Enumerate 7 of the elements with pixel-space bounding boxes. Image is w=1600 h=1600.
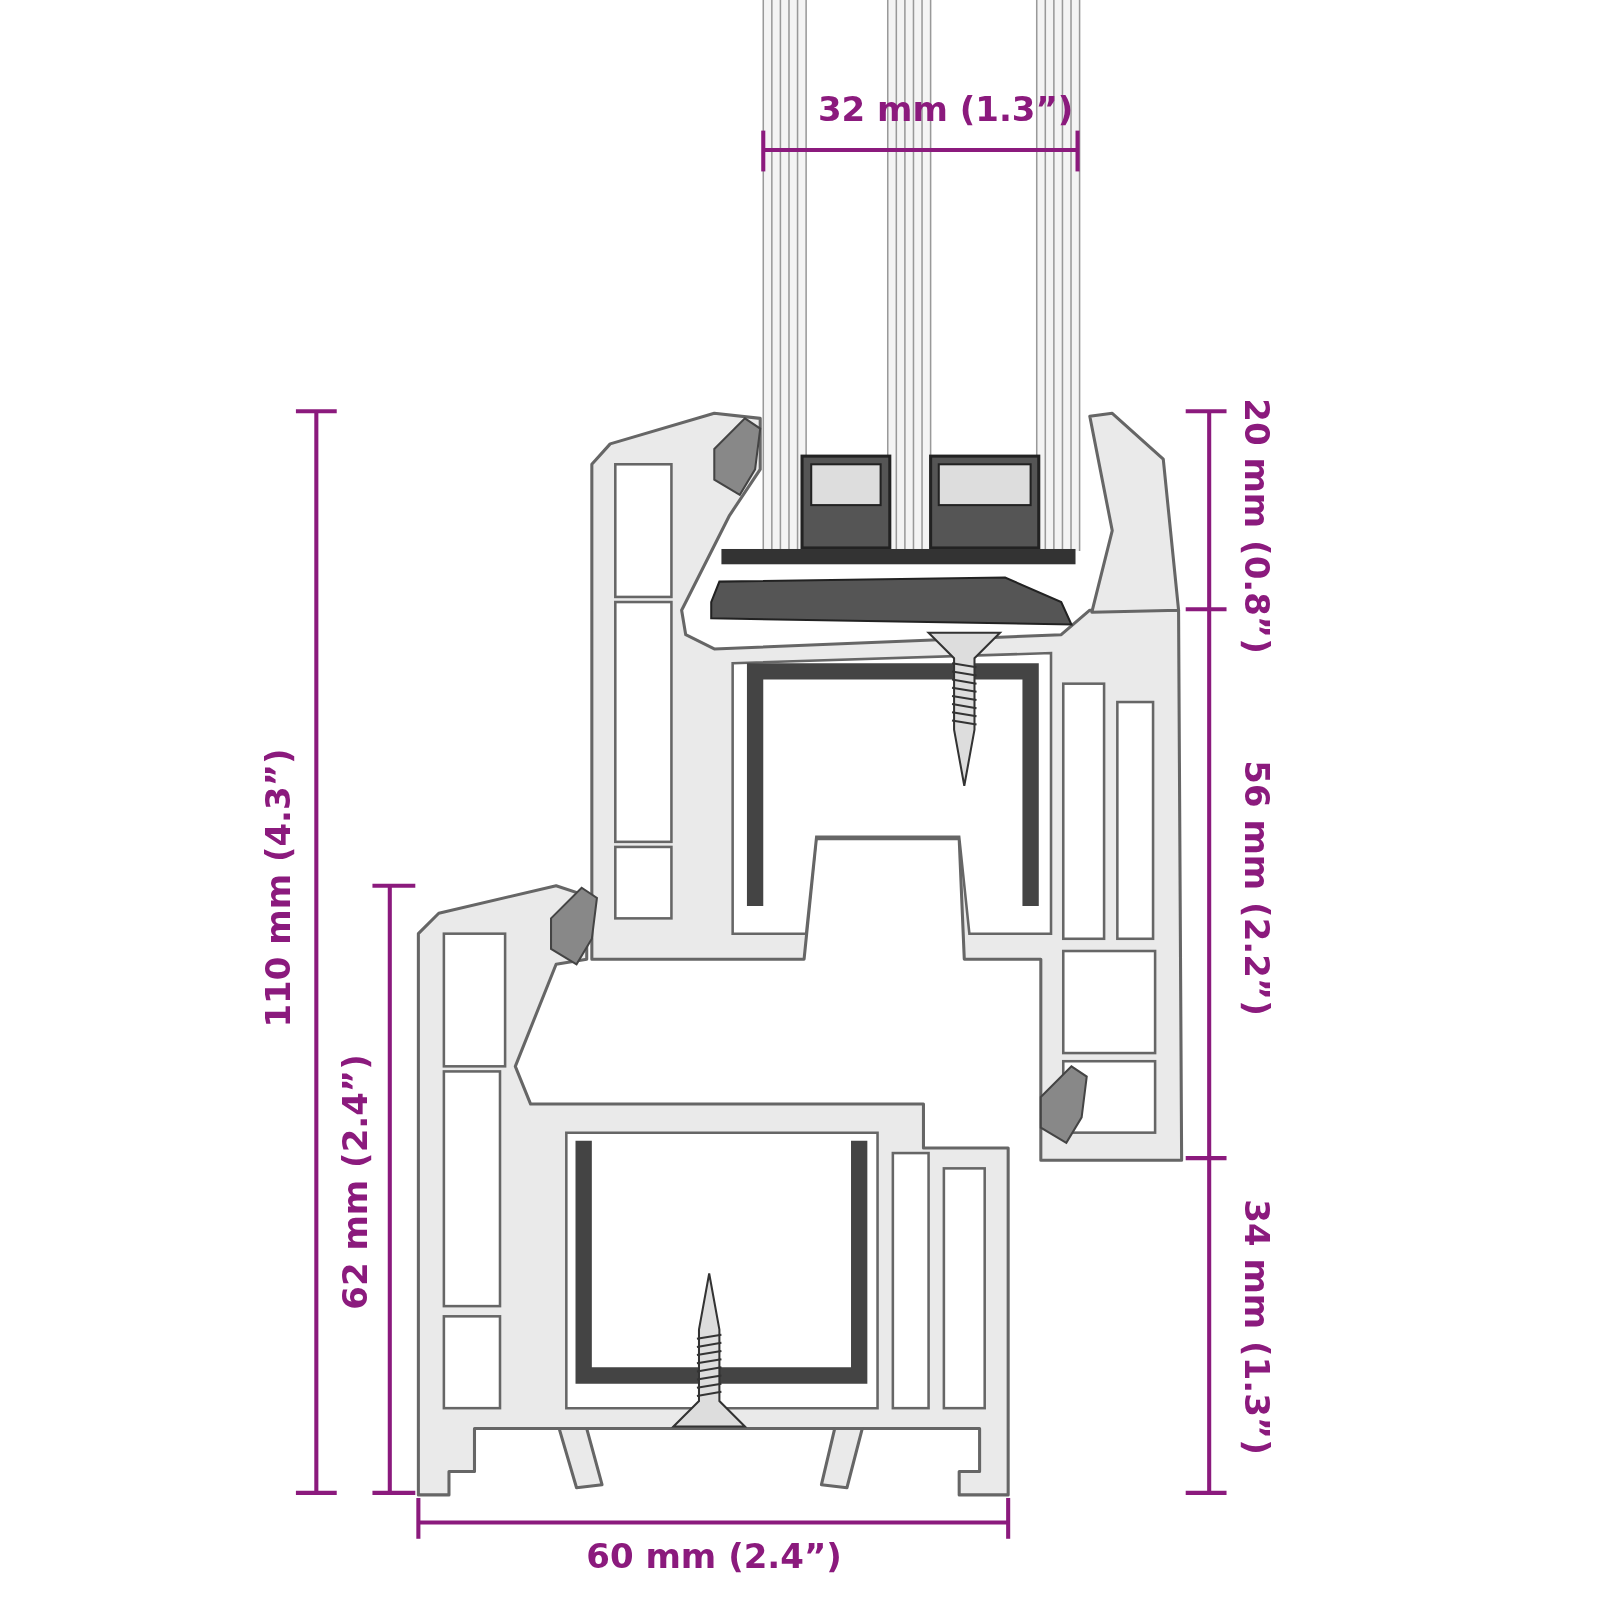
dimension-label: 110 mm (4.3”) bbox=[260, 748, 295, 1028]
dimension-label: 62 mm (2.4”) bbox=[337, 1053, 372, 1310]
dimension-label: 20 mm (0.8”) bbox=[1239, 397, 1274, 654]
dimension-label: 60 mm (2.4”) bbox=[586, 1539, 842, 1574]
dimension-label: 56 mm (2.2”) bbox=[1239, 760, 1274, 1016]
dimension-label: 32 mm (1.3”) bbox=[817, 92, 1074, 127]
dimension-label: 34 mm (1.3”) bbox=[1239, 1198, 1274, 1455]
